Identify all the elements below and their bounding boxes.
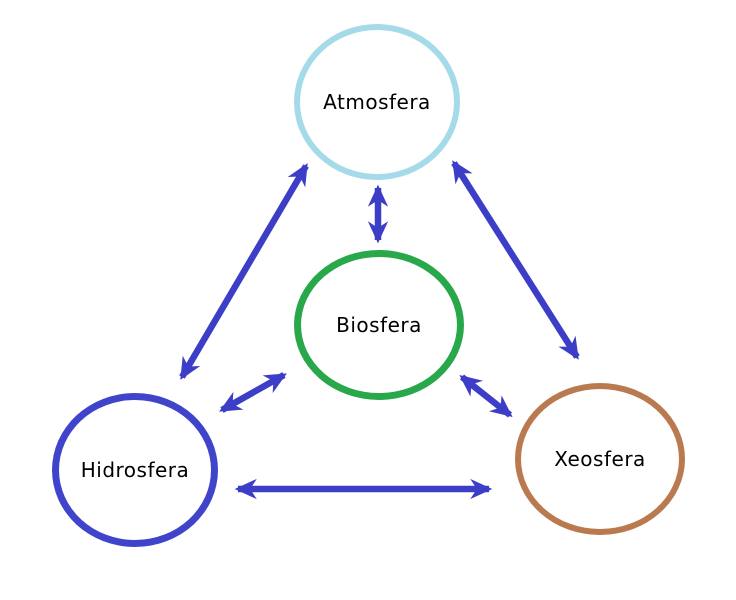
node-hidrosfera-label: Hidrosfera: [80, 458, 190, 482]
arrow-atmosfera-hidrosfera: [179, 163, 309, 380]
arrow-biosfera-hidrosfera: [219, 372, 287, 413]
arrow-atmosfera-xeosfera: [451, 160, 580, 360]
node-biosfera-label: Biosfera: [336, 313, 422, 337]
node-hidrosfera: Hidrosfera: [52, 393, 218, 547]
node-biosfera: Biosfera: [294, 250, 464, 400]
node-xeosfera: Xeosfera: [515, 383, 685, 535]
arrow-biosfera-xeosfera: [459, 374, 513, 418]
node-atmosfera-label: Atmosfera: [323, 90, 431, 114]
node-atmosfera: Atmosfera: [294, 24, 460, 180]
node-xeosfera-label: Xeosfera: [554, 447, 646, 471]
